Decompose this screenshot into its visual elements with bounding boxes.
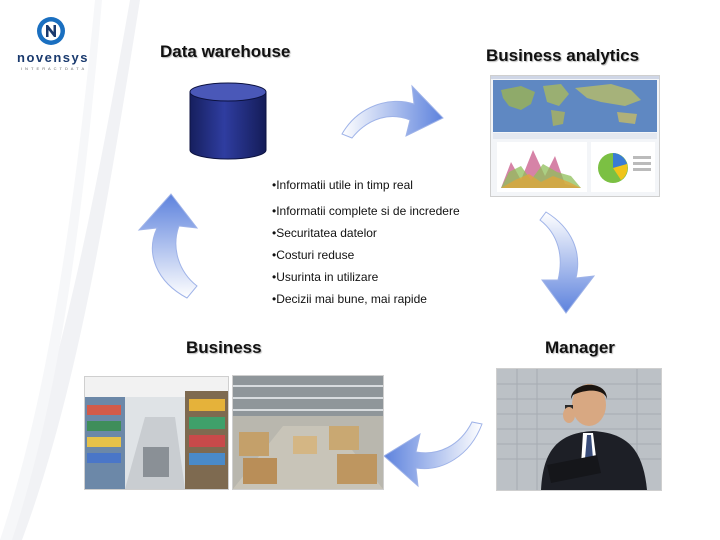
warehouse-illustration [233, 376, 383, 489]
benefit-item: •Securitatea datelor [272, 226, 377, 240]
arrow-to-manager-icon [539, 211, 596, 314]
manager-label: Manager [545, 338, 615, 357]
business-analytics-label: Business analytics [486, 46, 640, 65]
novensys-logo-icon [37, 17, 65, 45]
benefit-item: •Costuri reduse [272, 248, 355, 262]
manager-photo [496, 368, 662, 491]
manager-illustration [497, 369, 661, 490]
arrow-to-analytics-icon [341, 84, 444, 139]
warehouse-photo [232, 375, 384, 490]
supermarket-photo [84, 376, 229, 490]
benefit-item: •Usurinta in utilizare [272, 270, 379, 284]
arrow-to-warehouse-icon [137, 193, 199, 299]
logo-tagline: I N T E R A C T D A T A [20, 66, 86, 71]
benefit-item: •Decizii mai bune, mai rapide [272, 292, 427, 306]
analytics-dashboard-illustration [491, 76, 659, 192]
data-warehouse-label: Data warehouse [160, 42, 291, 61]
company-logo: novensys I N T E R A C T D A T A [8, 14, 98, 74]
arrow-to-business-icon [383, 421, 483, 488]
benefit-item: •Informatii utile in timp real [272, 178, 413, 192]
supermarket-illustration [85, 377, 228, 489]
background-swoosh [0, 0, 140, 540]
database-cylinder-icon [189, 82, 267, 160]
benefit-item: •Informatii complete si de incredere [272, 204, 460, 218]
analytics-dashboard-image [490, 75, 660, 197]
logo-wordmark: novensys [17, 50, 89, 65]
business-label: Business [186, 338, 262, 357]
benefits-list: •Informatii utile in timp real •Informat… [272, 178, 512, 314]
